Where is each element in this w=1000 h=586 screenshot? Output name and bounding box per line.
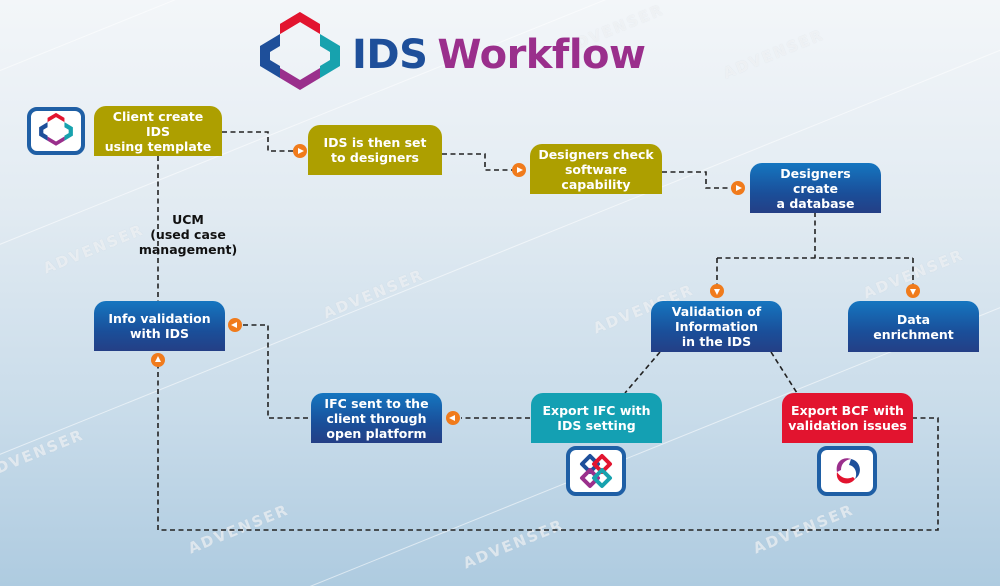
node-text: Designers check <box>538 146 654 162</box>
node-text: IDS <box>145 123 170 139</box>
node-text: client through <box>326 410 427 426</box>
node-text: enrichment <box>873 326 954 342</box>
node-text: using template <box>104 138 212 154</box>
node-text: Validation of <box>671 304 762 319</box>
bcf-swirl-logo-icon <box>836 458 860 484</box>
ifc-logo-box <box>566 446 626 496</box>
node-text: software capability <box>561 161 631 192</box>
ifc-interlocking-logo-icon <box>580 454 612 488</box>
connector-check-to-database <box>662 171 733 189</box>
arrow-down-icon <box>710 284 724 298</box>
node-text: Designers create <box>780 165 851 196</box>
arrow-left-icon <box>446 411 460 425</box>
arrow-up-icon <box>151 353 165 367</box>
node-text: Data <box>896 311 931 327</box>
title-workflow: Workflow <box>437 32 646 78</box>
ucm-subtitle: (used case management) <box>138 227 238 257</box>
node-text: Export BCF with <box>791 403 904 418</box>
connector-bcf-loop <box>157 365 939 531</box>
bcf-logo-box <box>817 446 877 496</box>
node-text: IDS setting <box>557 418 636 433</box>
ids-logo-box <box>27 107 85 155</box>
node-text: a database <box>776 195 855 211</box>
page-title: IDS Workflow <box>258 10 646 100</box>
connector-set-to-check <box>442 153 515 171</box>
node-text: Client create <box>112 108 204 124</box>
ids-hexagon-logo-icon <box>260 12 340 90</box>
node-text: open platform <box>326 425 427 441</box>
arrow-right-icon <box>512 163 526 177</box>
node-text: Info validation <box>108 311 211 326</box>
node-text: Export IFC with <box>542 403 651 418</box>
node-text: to designers <box>331 150 419 165</box>
ids-hexagon-logo-icon <box>39 112 73 146</box>
arrow-right-icon <box>731 181 745 195</box>
arrow-down-icon <box>906 284 920 298</box>
connector-validation-to-ifc <box>624 351 661 394</box>
connector-sent-to-validation <box>243 324 308 419</box>
ucm-title: UCM <box>172 212 204 227</box>
node-text: validation issues <box>788 418 907 433</box>
node-text: IFC sent to the <box>324 395 429 411</box>
ucm-label: UCM (used case management) <box>105 212 271 257</box>
node-text: Information <box>675 319 758 334</box>
arrow-right-icon <box>293 144 307 158</box>
title-ids: IDS <box>352 32 428 78</box>
node-text: with IDS <box>129 326 190 341</box>
node-text: IDS is then set <box>323 135 427 150</box>
arrow-left-icon <box>228 318 242 332</box>
node-text: in the IDS <box>681 334 752 349</box>
connector-database-split <box>716 212 914 290</box>
connector-client-to-set <box>222 131 298 152</box>
connector-validation-to-bcf <box>770 351 798 394</box>
